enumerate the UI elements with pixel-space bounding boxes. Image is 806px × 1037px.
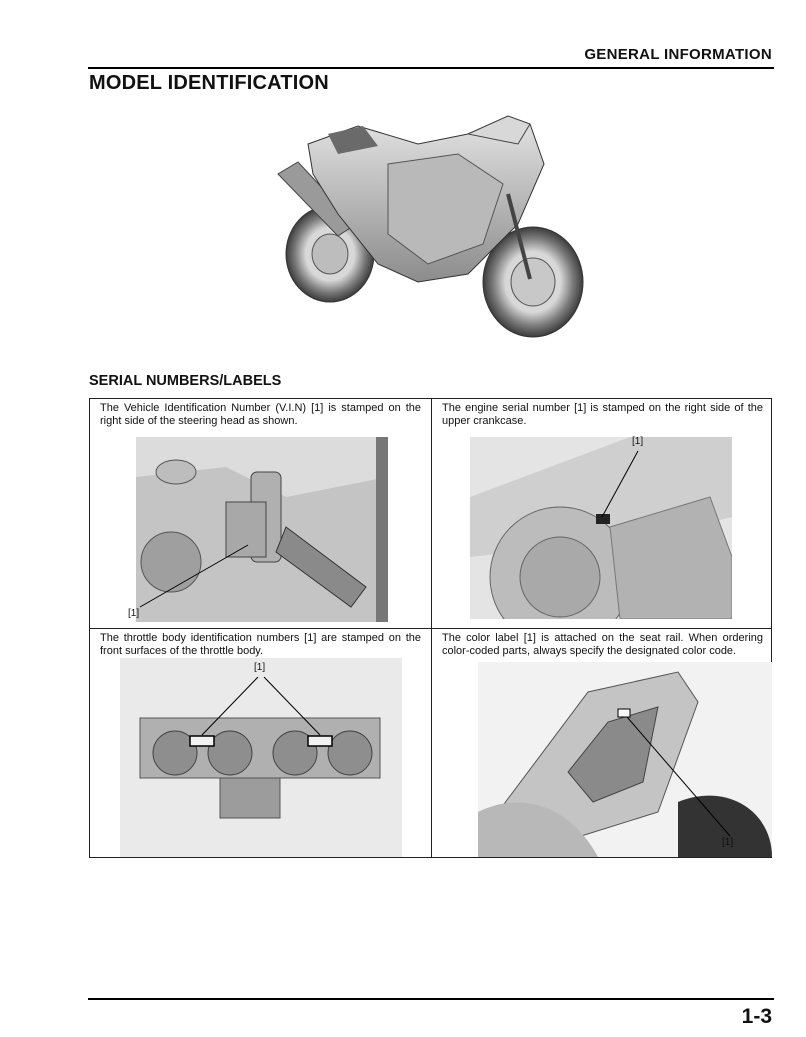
- section-heading: SERIAL NUMBERS/LABELS: [89, 373, 282, 389]
- cell-engine-serial-text: The engine serial number [1] is stamped …: [442, 402, 763, 427]
- steering-head-photo: [136, 437, 388, 622]
- header-rule: [88, 67, 774, 69]
- cell-color-label: The color label [1] is attached on the s…: [432, 629, 773, 858]
- cell-throttle-body: The throttle body identification numbers…: [90, 629, 431, 858]
- crankcase-photo: [470, 437, 732, 619]
- engine-callout: [1]: [632, 436, 644, 447]
- throttle-callout: [1]: [254, 662, 266, 673]
- cell-vin: The Vehicle Identification Number (V.I.N…: [90, 399, 431, 628]
- vin-leader-line: [139, 544, 249, 608]
- seat-rail-photo: [478, 662, 772, 857]
- page-number: 1-3: [741, 1005, 772, 1028]
- color-label-callout: [1]: [722, 837, 734, 848]
- cell-throttle-body-text: The throttle body identification numbers…: [100, 632, 421, 657]
- motorcycle-illustration: [277, 115, 584, 338]
- page-title: MODEL IDENTIFICATION: [89, 72, 329, 94]
- vin-callout: [1]: [128, 608, 140, 619]
- engine-leader-line: [601, 450, 639, 518]
- throttle-body-photo: [120, 658, 402, 857]
- footer-rule: [88, 998, 774, 1000]
- cell-engine-serial: The engine serial number [1] is stamped …: [432, 399, 773, 628]
- throttle-leader-lines: [201, 676, 321, 736]
- cell-color-label-text: The color label [1] is attached on the s…: [442, 632, 763, 657]
- color-label-leader-line: [626, 716, 731, 837]
- serial-numbers-table: The Vehicle Identification Number (V.I.N…: [89, 398, 772, 858]
- header-section-title: GENERAL INFORMATION: [584, 46, 772, 63]
- cell-vin-text: The Vehicle Identification Number (V.I.N…: [100, 402, 421, 427]
